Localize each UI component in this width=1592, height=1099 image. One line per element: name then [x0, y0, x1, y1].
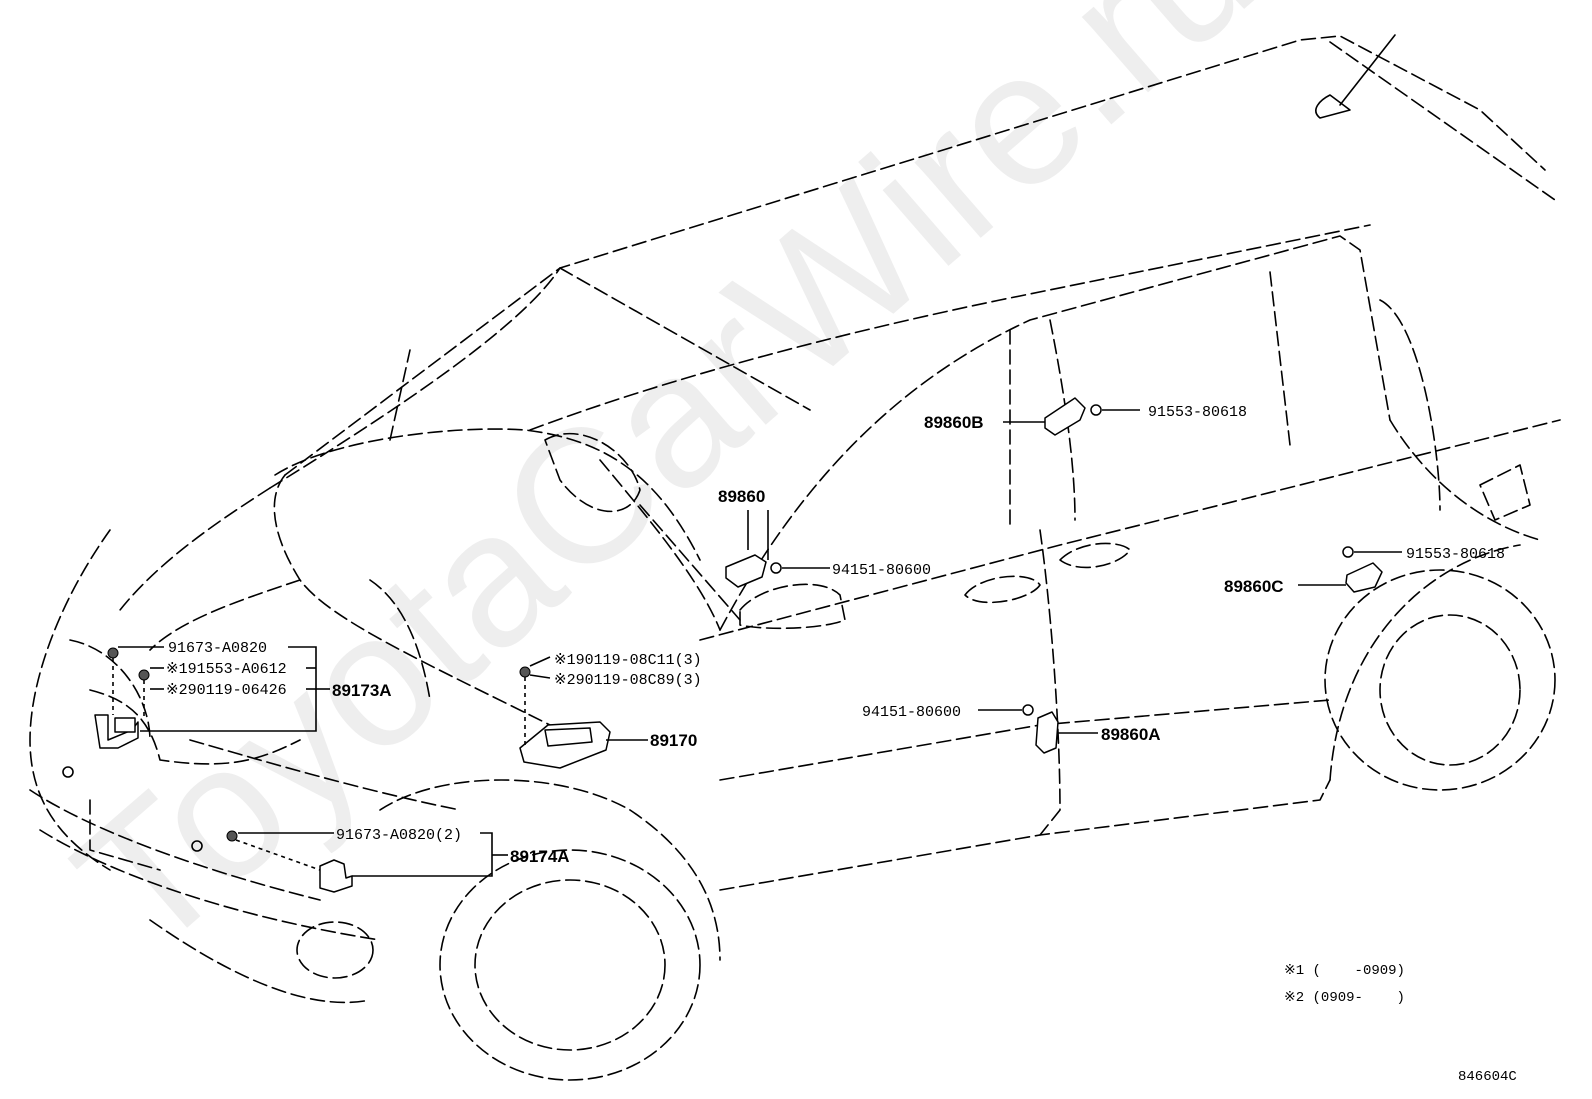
label-89860: 89860: [718, 487, 765, 506]
label-90119-06426: ※290119-06426: [166, 682, 287, 699]
illustration-code: 846604C: [1458, 1069, 1517, 1085]
label-89860B: 89860B: [924, 413, 984, 432]
label-91553-80618-upper: 91553-80618: [1148, 404, 1247, 421]
car-outline: [29, 34, 1561, 1081]
note-2: ※2 (0909- ): [1284, 990, 1405, 1006]
label-89860C: 89860C: [1224, 577, 1284, 596]
part-89173A: [94, 646, 330, 749]
label-91673-A0820-2: 91673-A0820(2): [336, 827, 462, 844]
label-94151-80600-upper: 94151-80600: [832, 562, 931, 579]
label-91673-A0820: 91673-A0820: [168, 640, 267, 657]
label-89174A: 89174A: [510, 847, 570, 866]
label-91553-80618-lower: 91553-80618: [1406, 546, 1505, 563]
label-91553-A0612: ※191553-A0612: [166, 661, 287, 678]
label-89860A: 89860A: [1101, 725, 1161, 744]
part-89860A: [978, 704, 1098, 754]
part-89860: [725, 510, 830, 588]
label-90119-08C11: ※190119-08C11(3): [554, 652, 702, 669]
part-89170: [519, 656, 648, 769]
label-89170: 89170: [650, 731, 697, 750]
label-94151-80600-lower: 94151-80600: [862, 704, 961, 721]
note-1: ※1 ( -0909): [1284, 963, 1405, 979]
part-89860C: [1298, 546, 1402, 593]
watermark-text: ToyotaCarWire.ru: [38, 0, 1293, 991]
part-89860B: [1003, 397, 1140, 436]
label-90119-08C89: ※290119-08C89(3): [554, 672, 702, 689]
label-89173A: 89173A: [332, 681, 392, 700]
part-89174A: [226, 830, 508, 893]
